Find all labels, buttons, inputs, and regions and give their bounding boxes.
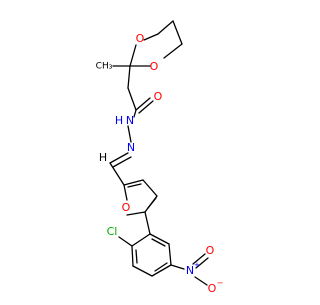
bond-ch2-co bbox=[127, 87, 137, 111]
bond-n-n bbox=[127, 125, 132, 143]
bond-ph-no2 bbox=[170, 264, 185, 270]
bond-n-o-top-1 bbox=[192, 253, 206, 265]
bond-ph-inner-2 bbox=[154, 262, 168, 272]
nitro-positive-charge: + bbox=[194, 261, 201, 270]
bond-ph-inner-3 bbox=[151, 238, 166, 247]
nitrogen-imine-label: N bbox=[127, 141, 135, 154]
bond-layer bbox=[109, 20, 209, 286]
hydrogen-imine-label: H bbox=[99, 151, 107, 164]
bond-ph-c1-c2 bbox=[131, 233, 151, 247]
bond-c2-ch2 bbox=[127, 65, 131, 89]
atom-label-layer: O O CH₃ O N H N H O Cl N + O O − bbox=[96, 32, 224, 295]
bond-ph-c4-c5 bbox=[151, 264, 172, 277]
oxygen-carbonyl-label: O bbox=[154, 90, 163, 103]
bond-ph-inner-1 bbox=[135, 249, 138, 264]
chlorine-label: Cl bbox=[107, 225, 118, 238]
bond-furan-c2-o bbox=[123, 184, 128, 201]
bond-c4-o3 bbox=[163, 43, 183, 59]
hydrogen-amide-label: H bbox=[115, 114, 123, 127]
bond-furan-c3-c2-1 bbox=[123, 179, 144, 186]
nitro-negative-charge: − bbox=[217, 279, 224, 288]
bond-ph-cl bbox=[118, 236, 133, 247]
bond-n-o-top-2 bbox=[195, 257, 209, 269]
bond-ph-c3-c4 bbox=[132, 265, 153, 277]
bond-furan-c3-c2-2 bbox=[127, 183, 142, 188]
bond-c2-o1 bbox=[129, 44, 137, 67]
oxygen-nitro-top-label: O bbox=[206, 244, 215, 257]
nitrogen-amide-label: N bbox=[126, 114, 134, 127]
bond-furan-phenyl bbox=[144, 211, 151, 235]
nitrogen-nitro-label: N bbox=[186, 264, 194, 277]
bond-n-ch-1 bbox=[109, 152, 129, 164]
bond-furan-c5-c4-2 bbox=[147, 197, 157, 209]
bond-furan-o-c5 bbox=[126, 211, 146, 216]
bond-n-ch-2 bbox=[112, 156, 132, 168]
oxygen-nitro-bottom-label: O bbox=[208, 282, 217, 295]
bond-ph-c6-c1 bbox=[149, 233, 170, 245]
bond-o1-c6 bbox=[143, 33, 159, 41]
oxygen-dioxane-right-label: O bbox=[150, 60, 159, 73]
bond-n-o-bottom bbox=[194, 276, 208, 286]
structure-canvas: O O CH₃ O N H N H O Cl N + O O − bbox=[96, 20, 224, 295]
bond-co-o-1 bbox=[135, 97, 151, 111]
bond-furan-c4-c3 bbox=[142, 179, 158, 197]
bond-ph-c5-c6 bbox=[168, 243, 172, 266]
bond-co-o-2 bbox=[138, 100, 154, 114]
bond-c6-c5 bbox=[157, 20, 174, 35]
bond-c5-c4 bbox=[172, 20, 183, 45]
bond-ch-furan bbox=[109, 162, 125, 186]
bond-ph-c2-c3 bbox=[131, 245, 134, 267]
bond-co-nh bbox=[133, 109, 137, 118]
methyl-label: CH₃ bbox=[96, 62, 113, 72]
oxygen-dioxane-left-label: O bbox=[136, 32, 145, 45]
oxygen-furan-label: O bbox=[122, 201, 131, 214]
molecule-drawing: O O CH₃ O N H N H O Cl N + O O − bbox=[96, 20, 224, 295]
